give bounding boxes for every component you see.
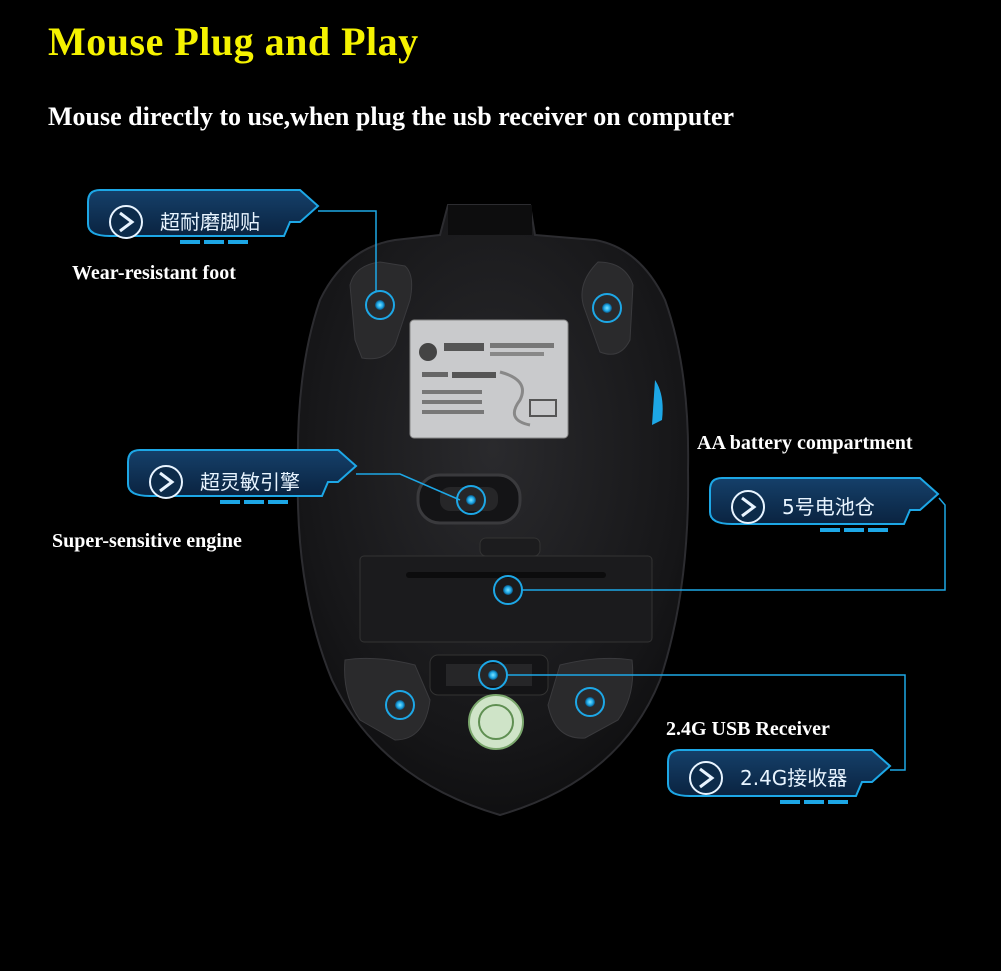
badge-text-battery: 5号电池仓 <box>782 495 875 519</box>
caption-wear-resistant-foot: Wear-resistant foot <box>72 262 236 284</box>
leader-lines <box>318 210 946 771</box>
product-label-sticker <box>409 319 569 439</box>
callout-badge-engine <box>127 449 358 504</box>
badge-text-foot: 超耐磨脚贴 <box>160 210 260 234</box>
callout-badge-foot <box>87 189 320 244</box>
caption-super-sensitive-engine: Super-sensitive engine <box>52 530 242 552</box>
caption-aa-battery-compartment: AA battery compartment <box>697 432 913 454</box>
callout-badge-receiver <box>667 749 892 804</box>
caption-usb-receiver: 2.4G USB Receiver <box>666 718 830 740</box>
badge-text-engine: 超灵敏引擎 <box>200 470 300 494</box>
page-title: Mouse Plug and Play <box>48 19 419 64</box>
callout-badge-battery <box>709 477 940 532</box>
quality-seal-sticker <box>468 694 524 750</box>
page-subtitle: Mouse directly to use,when plug the usb … <box>48 102 735 131</box>
battery-cover <box>359 555 653 643</box>
power-switch <box>479 537 541 557</box>
callout-dots <box>365 290 622 720</box>
badge-text-receiver: 2.4G接收器 <box>740 766 847 790</box>
